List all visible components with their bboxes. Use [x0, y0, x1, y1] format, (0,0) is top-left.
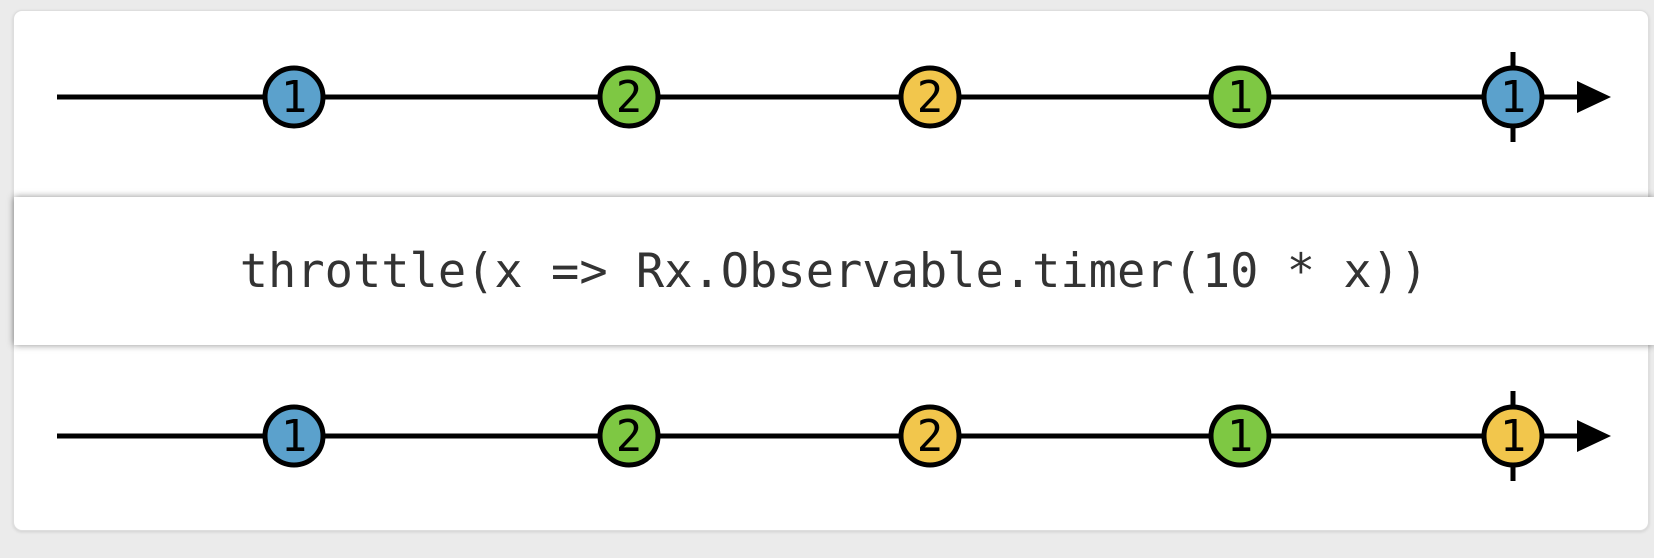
marble: 1 — [262, 404, 326, 468]
marble-value: 1 — [1227, 411, 1254, 462]
marble: 1 — [1208, 404, 1272, 468]
marble-circle[interactable] — [898, 65, 962, 129]
marble-value: 2 — [917, 72, 944, 123]
marble-circle — [1481, 404, 1545, 468]
marble-value: 1 — [1500, 72, 1527, 123]
marble-circle[interactable] — [1208, 65, 1272, 129]
marble-value: 2 — [616, 72, 643, 123]
operator-code-label: throttle(x => Rx.Observable.timer(10 * x… — [239, 243, 1429, 299]
output-stream-timeline: 1 2 2 1 1 — [57, 391, 1611, 481]
marble-circle[interactable] — [597, 65, 661, 129]
marble-circle[interactable] — [262, 65, 326, 129]
marble[interactable]: 2 — [898, 65, 962, 129]
input-stream-timeline: 1 2 2 1 1 — [57, 52, 1611, 142]
marble[interactable]: 2 — [597, 65, 661, 129]
timeline-arrow-icon — [1577, 81, 1611, 113]
marble-value: 2 — [917, 411, 944, 462]
marble: 1 — [1481, 404, 1545, 468]
marble-value: 1 — [1227, 72, 1254, 123]
marble-value: 1 — [281, 411, 308, 462]
marble-value: 1 — [281, 72, 308, 123]
marble-circle — [1208, 404, 1272, 468]
marble-value: 1 — [1500, 411, 1527, 462]
marble: 2 — [597, 404, 661, 468]
marble-circle — [262, 404, 326, 468]
marble[interactable]: 1 — [262, 65, 326, 129]
marble-circle — [597, 404, 661, 468]
marble-circle — [898, 404, 962, 468]
operator-box: throttle(x => Rx.Observable.timer(10 * x… — [14, 197, 1654, 345]
marble[interactable]: 1 — [1208, 65, 1272, 129]
marble[interactable]: 1 — [1481, 65, 1545, 129]
timeline-arrow-icon — [1577, 420, 1611, 452]
marble: 2 — [898, 404, 962, 468]
marble-value: 2 — [616, 411, 643, 462]
marble-circle[interactable] — [1481, 65, 1545, 129]
